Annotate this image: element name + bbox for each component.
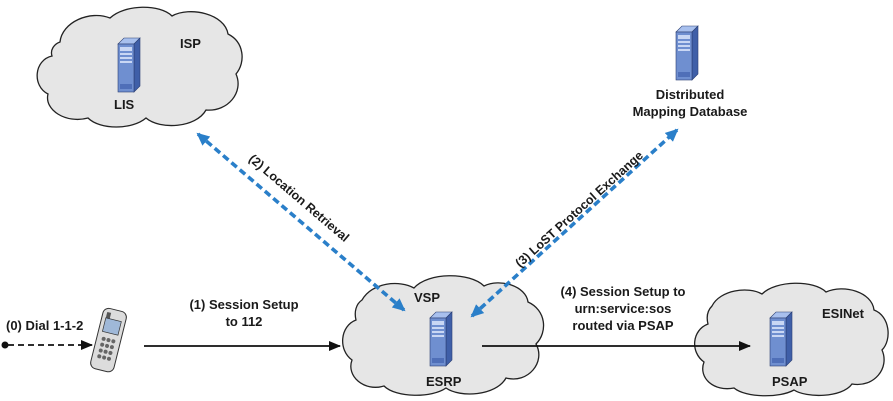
esinet-label: ESINet: [822, 306, 865, 321]
route-label-line3: routed via PSAP: [572, 318, 673, 333]
server-icon: [429, 311, 453, 367]
session-setup-label-line2: to 112: [226, 314, 263, 329]
psap-label: PSAP: [772, 374, 808, 389]
isp-label: ISP: [180, 36, 201, 51]
session-setup-label-line1: (1) Session Setup: [189, 297, 298, 312]
isp-cloud: ISP LIS: [36, 6, 243, 128]
esinet-cloud: ESINet PSAP: [694, 282, 889, 397]
dial-arrow: (0) Dial 1-1-2: [1, 318, 93, 350]
location-retrieval-arrow: (2) Location Retrieval: [196, 132, 406, 312]
vsp-cloud: VSP ESRP: [342, 275, 545, 396]
vsp-label: VSP: [414, 290, 440, 305]
lost-exchange-label: (3) LoST Protocol Exchange: [513, 148, 646, 270]
route-label-line1: (4) Session Setup to: [561, 284, 686, 299]
mapping-database: Distributed Mapping Database: [633, 25, 748, 119]
database-label-line1: Distributed: [656, 87, 725, 102]
route-arrow: (4) Session Setup to urn:service:sos rou…: [482, 284, 751, 351]
server-icon: [675, 25, 699, 81]
route-label-line2: urn:service:sos: [575, 301, 672, 316]
session-setup-arrow: (1) Session Setup to 112: [144, 297, 341, 351]
server-icon: [117, 37, 141, 93]
database-label-line2: Mapping Database: [633, 104, 748, 119]
esrp-label: ESRP: [426, 374, 462, 389]
dial-label: (0) Dial 1-1-2: [6, 318, 83, 333]
mobile-phone-icon: [90, 307, 127, 373]
server-icon: [769, 311, 793, 367]
lis-label: LIS: [114, 97, 135, 112]
location-retrieval-label: (2) Location Retrieval: [246, 152, 352, 245]
